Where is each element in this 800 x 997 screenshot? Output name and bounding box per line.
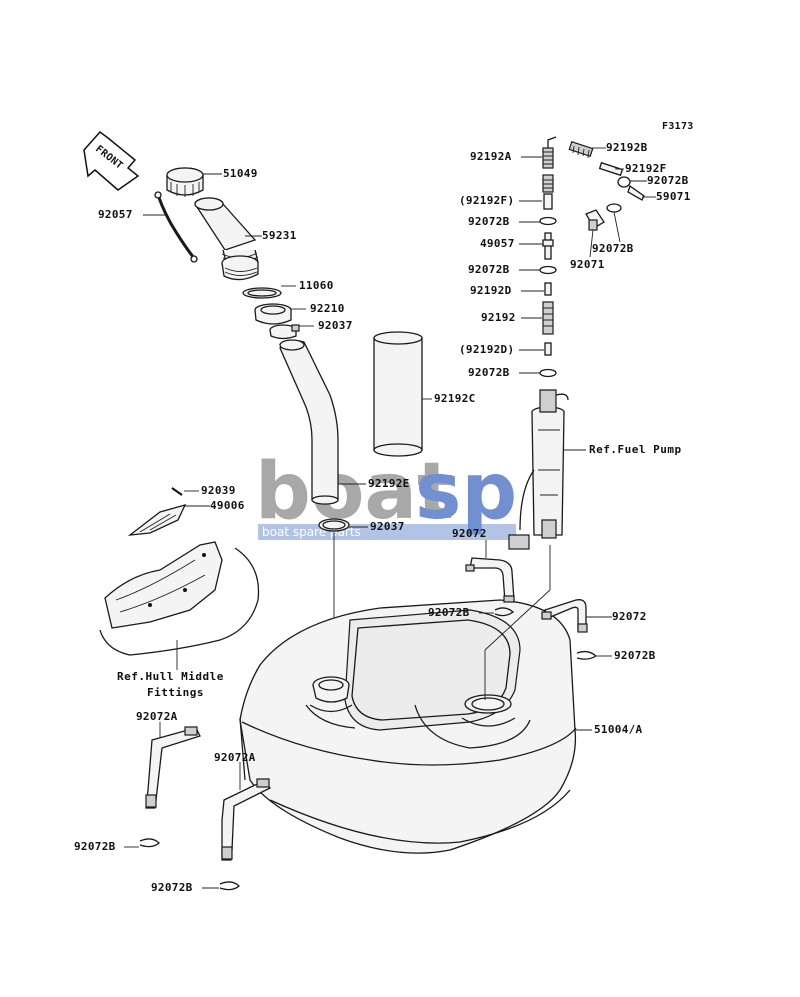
label-tank-clip-front: 92072B: [74, 840, 116, 853]
breather-tube: [373, 331, 423, 457]
watermark-brand-blue: sp: [415, 447, 517, 537]
label-cap-valve: 92071: [570, 258, 605, 271]
band-clip-left: [494, 607, 515, 617]
fuel-pump-ref: [508, 389, 569, 550]
label-tube-f: 92192F: [625, 162, 667, 175]
label-spring-top: 92192A: [470, 150, 512, 163]
hose-clamp-upper: [269, 324, 300, 340]
figure-code: F3173: [662, 121, 694, 132]
hose-clamp-lower: [318, 518, 350, 532]
label-band-clip-left: 92072B: [428, 606, 470, 619]
tank-clip-rear: [219, 881, 240, 891]
tank-clip-front: [139, 838, 160, 848]
label-clamp-lower: 92037: [370, 520, 405, 533]
label-valve: 59071: [656, 190, 691, 203]
label-cap: 51049: [223, 167, 258, 180]
lock-nut: [254, 303, 292, 325]
label-packing: 11060: [299, 279, 334, 292]
valve-stack: [539, 136, 557, 378]
label-pump-band-left: 92072: [452, 527, 487, 540]
label-tank-band-rear: 92072A: [214, 751, 256, 764]
label-tank-clip-rear: 92072B: [151, 881, 193, 894]
band-clip-right: [576, 650, 598, 660]
label-neck: 59231: [262, 229, 297, 242]
label-clamp-upper: 92037: [318, 319, 353, 332]
label-clip-3: 92072B: [468, 366, 510, 379]
fuel-tank: [239, 599, 577, 854]
filler-neck: [194, 197, 259, 281]
tank-band-rear: [221, 778, 272, 861]
ref-hull-line1: Ref.Hull Middle: [117, 670, 224, 683]
pump-band-right: [541, 599, 588, 633]
label-bolt: 92039: [201, 484, 236, 497]
label-tube-b: 92192B: [606, 141, 648, 154]
label-spacer-top: (92192F): [459, 194, 514, 207]
label-clip-1: 92072B: [468, 215, 510, 228]
label-filler-hose: 92192E: [368, 477, 410, 490]
bolt: [171, 487, 183, 496]
label-tank: 51004/A: [594, 723, 643, 736]
label-tether: 92057: [98, 208, 133, 221]
label-pump-band-right: 92072: [612, 610, 647, 623]
label-clip-right: 92072B: [647, 174, 689, 187]
hull-fittings-ref: [99, 541, 260, 656]
pump-band-left: [465, 557, 515, 603]
tank-band-front: [145, 726, 201, 809]
hull-plate: [127, 503, 187, 536]
label-clip-valve: 92072B: [592, 242, 634, 255]
watermark-brand-gray: boat: [255, 447, 454, 537]
front-arrow: FRONT: [83, 130, 140, 191]
label-band-clip-right: 92072B: [614, 649, 656, 662]
fuel-cap: [166, 167, 204, 197]
ref-fuel-pump: Ref.Fuel Pump: [589, 443, 682, 456]
watermark: boat sp boat spare parts: [255, 447, 517, 540]
label-tube-d: 92192D: [470, 284, 512, 297]
label-tank-band-front: 92072A: [136, 710, 178, 723]
label-spring-mid: 92192: [481, 311, 516, 324]
ref-hull-line2: Fittings: [147, 686, 204, 699]
filler-hose: [279, 339, 339, 505]
packing-ring: [242, 287, 282, 299]
label-check-valve: 49057: [480, 237, 515, 250]
tether-strap: [154, 191, 198, 263]
valve-branch: [568, 141, 645, 231]
label-breather-tube: 92192C: [434, 392, 476, 405]
label-tube-d2: (92192D): [459, 343, 514, 356]
label-nut: 92210: [310, 302, 345, 315]
label-hull-plate: 49006: [210, 499, 245, 512]
label-clip-2: 92072B: [468, 263, 510, 276]
